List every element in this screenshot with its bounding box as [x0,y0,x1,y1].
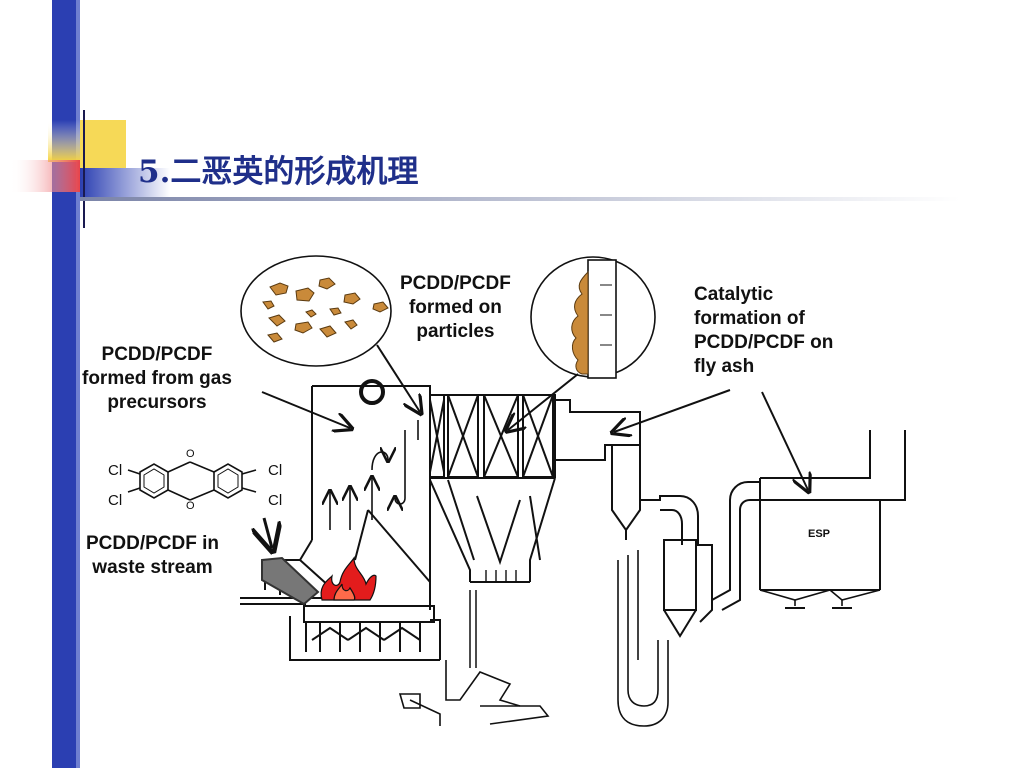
cl-bottom-right: Cl [268,492,283,509]
esp-unit [759,430,906,609]
label-gas-precursors: PCDD/PCDF formed from gas precursors [82,343,232,415]
label-particles: PCDD/PCDF formed on particles [400,272,511,344]
label-line: fly ash [694,356,755,377]
feed-ram [261,556,320,606]
title-rule [80,197,960,201]
label-line: Catalytic [694,284,774,305]
label-line: PCDD/PCDF in [86,533,219,554]
label-line: particles [416,321,495,342]
esp-label: ESP [808,528,831,540]
label-line: PCDD/PCDF on [694,332,834,353]
cl-top-left: Cl [108,462,123,479]
ash-discharge [398,660,550,726]
label-line: PCDD/PCDF [400,273,511,294]
label-line: waste stream [92,557,213,578]
slide-title: 5.二恶英的形成机理 [138,154,419,190]
particle-clusters [262,277,389,343]
tube-deposit [571,270,589,375]
cl-bottom-left: Cl [108,492,123,509]
ash-hoppers [429,477,556,668]
label-pointer-arrows [262,344,808,548]
label-line: precursors [107,392,207,413]
label-catalytic: Catalytic formation of PCDD/PCDF on fly … [694,283,833,379]
scrubber [640,481,760,638]
tube-magnifier [530,256,656,379]
boiler-tube-bank [429,394,556,479]
stack-pipe [617,550,669,727]
oxygen-bottom: O [186,500,195,512]
label-line: formation of [694,308,805,329]
label-line: formed on [408,297,502,318]
label-line: PCDD/PCDF [101,344,213,365]
oxygen-top: O [186,448,195,460]
label-line: formed from gas [82,368,232,389]
accent-yellow-2 [80,120,126,168]
accent-red [10,160,80,192]
flow-arrows [330,420,419,530]
sidebar-highlight [76,0,80,768]
accent-yellow [48,120,80,162]
flue-duct [555,399,641,540]
accent-blue [80,168,170,200]
particle-magnifier [240,255,392,367]
cl-top-right: Cl [268,462,283,479]
dioxin-molecule [127,461,257,501]
label-waste-stream: PCDD/PCDF in waste stream [86,532,219,580]
flame-icon [320,556,377,601]
